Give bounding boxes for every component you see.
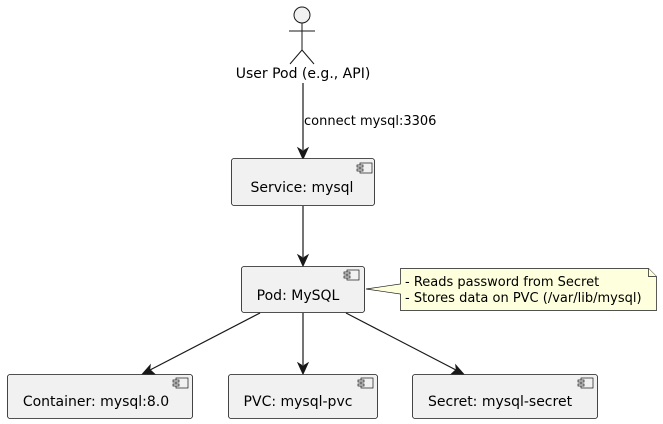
container-label: Container: mysql:8.0 [23, 394, 169, 410]
note-line-2: - Stores data on PVC (/var/lib/mysql) [405, 291, 642, 306]
component-icon [172, 377, 189, 389]
stick-figure-icon [289, 6, 315, 65]
edge-service-to-pod [296, 206, 310, 268]
component-icon [357, 377, 374, 389]
actor-label: User Pod (e.g., API) [236, 66, 371, 82]
component-icon [577, 377, 594, 389]
pod-node: Pod: MySQL [241, 266, 365, 313]
component-icon [356, 162, 373, 174]
component-icon [343, 269, 360, 281]
secret-label: Secret: mysql-secret [428, 394, 573, 410]
pvc-node: PVC: mysql-pvc [228, 374, 378, 419]
edge-pod-to-container [140, 312, 261, 376]
service-label: Service: mysql [251, 180, 354, 196]
edge-label-connect: connect mysql:3306 [304, 114, 436, 129]
container-node: Container: mysql:8.0 [7, 374, 193, 419]
pod-label: Pod: MySQL [257, 288, 340, 304]
service-node: Service: mysql [231, 158, 375, 206]
note-line-1: - Reads password from Secret [405, 275, 599, 290]
edge-pod-to-pvc [296, 313, 310, 376]
user-pod-actor: User Pod (e.g., API) [236, 6, 371, 82]
pod-note: - Reads password from Secret - Stores da… [365, 268, 657, 311]
edge-actor-to-service: connect mysql:3306 [296, 83, 436, 161]
edge-pod-to-secret [345, 312, 466, 376]
secret-node: Secret: mysql-secret [412, 374, 598, 419]
pvc-label: PVC: mysql-pvc [244, 394, 353, 410]
